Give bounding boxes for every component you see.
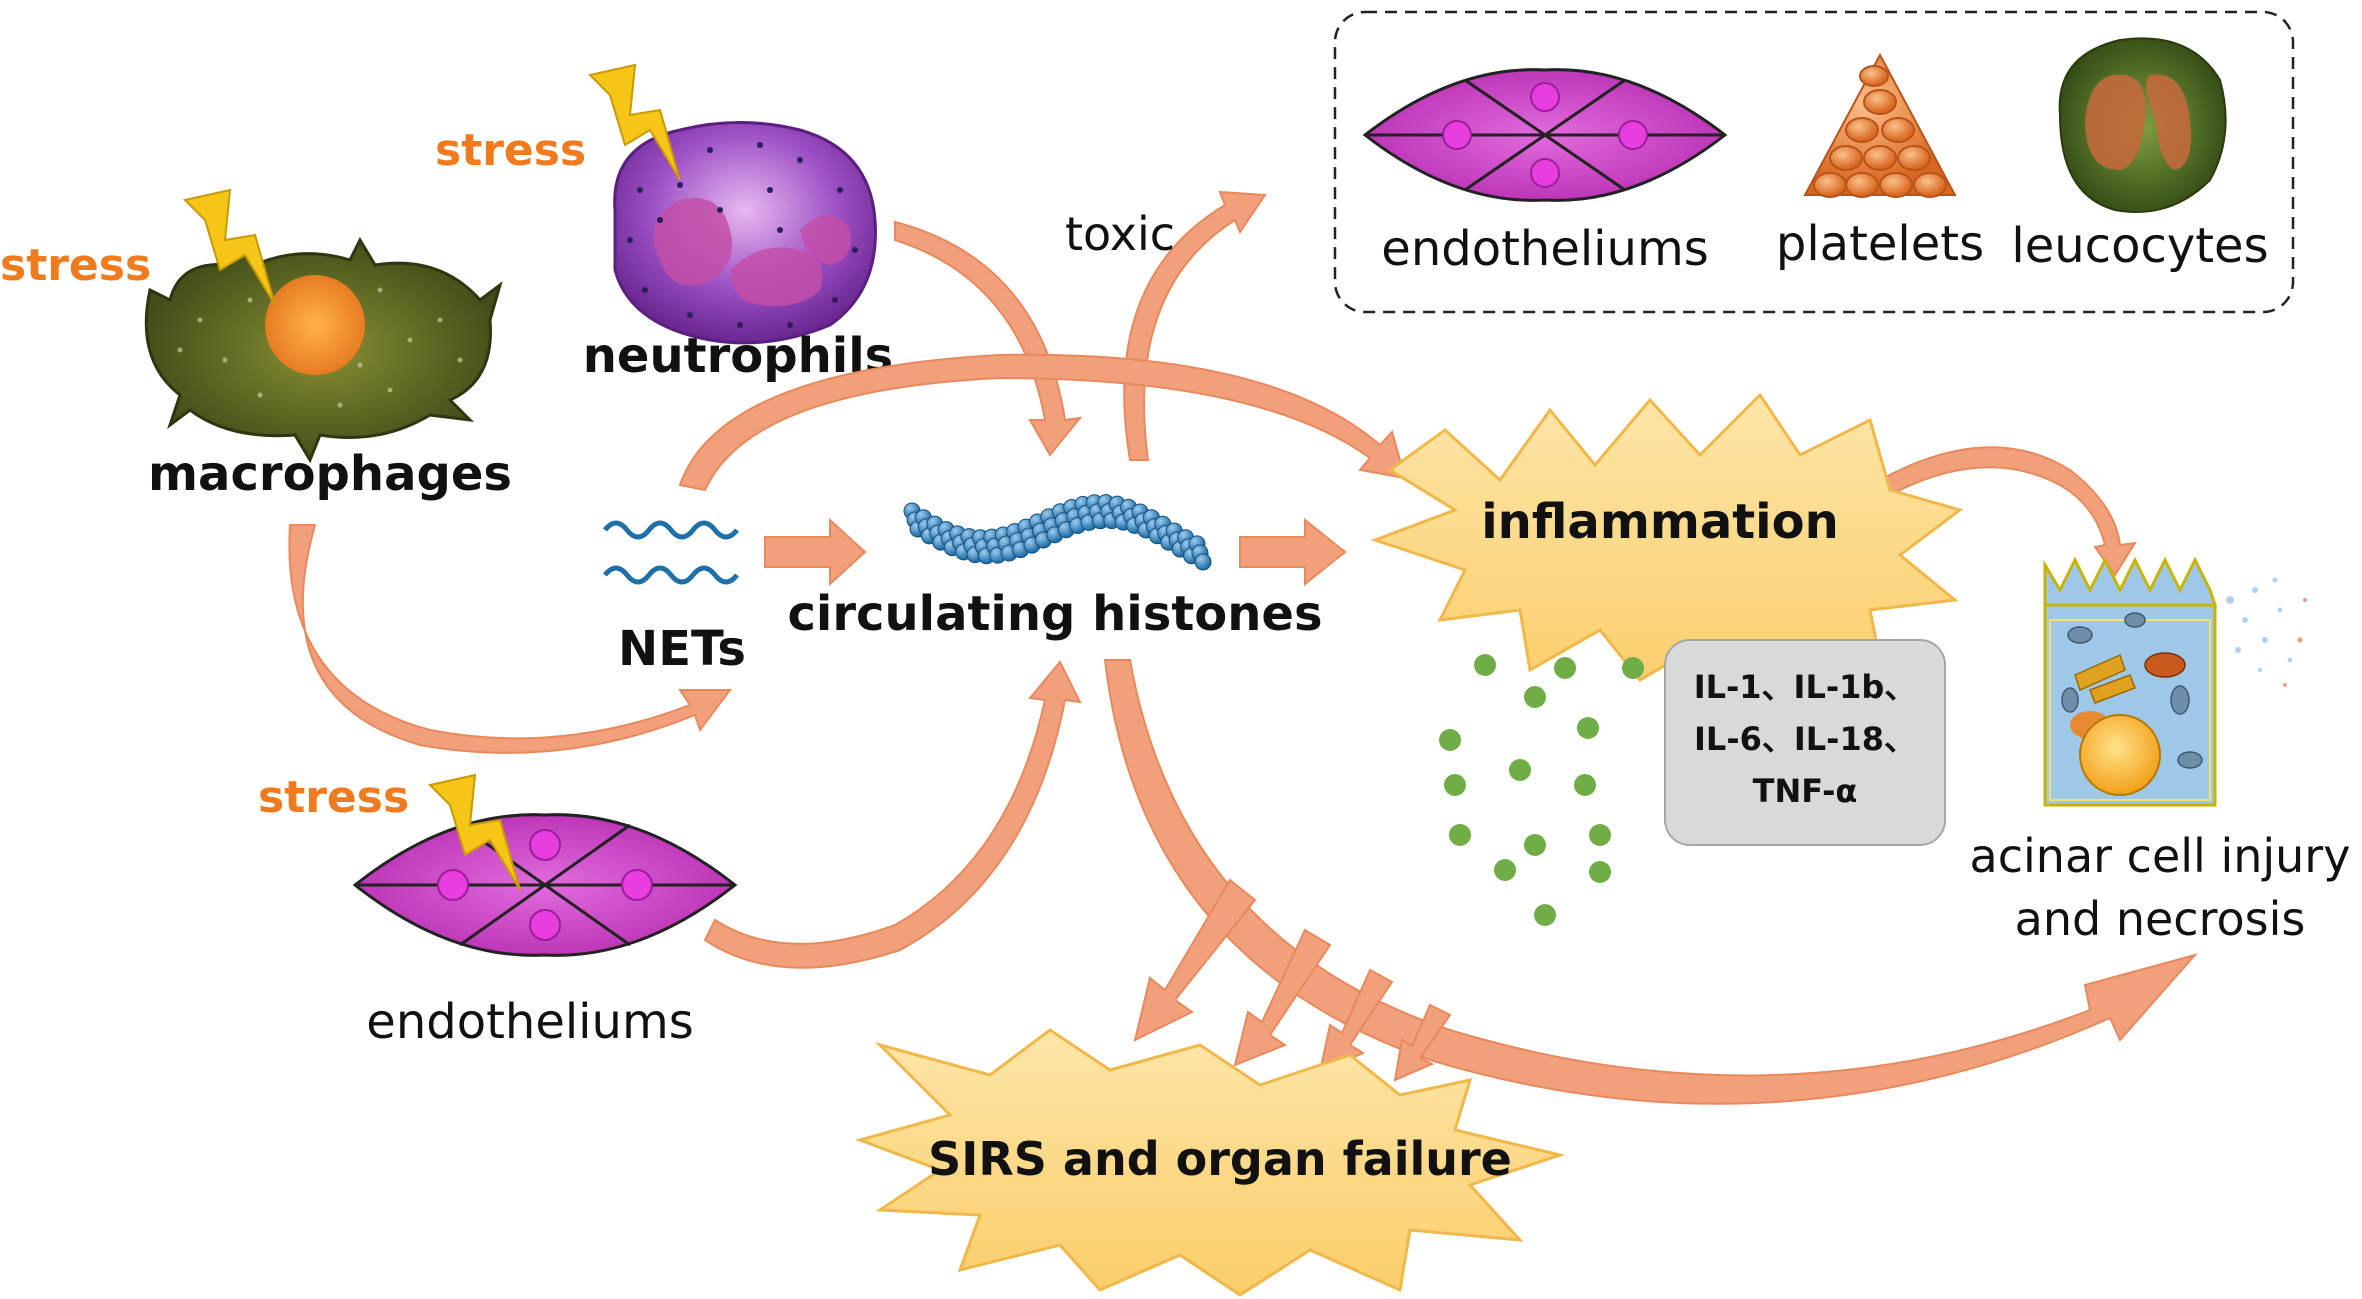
cytokine-line-1: IL-1、IL-1b、 <box>1694 668 1917 706</box>
toxic-label: toxic <box>1065 207 1175 261</box>
arrow-nets-to-histones <box>764 517 867 587</box>
acinar-label-line-1: acinar cell injury <box>1970 829 2351 883</box>
arrow-histones-to-acinar <box>1103 659 2198 1105</box>
inflammation-label: inflammation <box>1481 494 1839 550</box>
arrow-inflammation-to-acinar <box>1878 446 2137 577</box>
circulating-histones-label: circulating histones <box>787 586 1322 642</box>
neutrophils-label: neutrophils <box>583 328 894 384</box>
inflammation-burst <box>1370 392 1964 703</box>
stress-label-macrophages: stress <box>0 240 151 291</box>
cytokine-box <box>1664 639 1946 846</box>
neutrophil-cell-icon <box>613 121 877 345</box>
cytokine-dots <box>1439 654 1644 926</box>
targets-box <box>1333 10 2295 314</box>
lightning-bolt-icon <box>588 63 681 181</box>
lightning-bolt-icon <box>428 773 521 891</box>
endothelial-cells-icon <box>1362 68 1728 202</box>
acinar-label-line-2: and necrosis <box>2015 892 2306 946</box>
arrow-histones-to-inflammation <box>1239 517 1347 587</box>
lightning-bolt-icon <box>183 188 276 306</box>
stress-label-neutrophils: stress <box>435 125 586 176</box>
pathway-arrows <box>288 190 2198 1105</box>
arrow-macrophages-to-nets <box>288 524 732 754</box>
cytokine-line-2: IL-6、IL-18、 <box>1694 720 1916 758</box>
acinar-cell-icon <box>2043 556 2307 807</box>
arrow-neutrophils-to-histones <box>894 220 1083 457</box>
sirs-burst <box>855 1028 1566 1297</box>
histone-chain-icon <box>903 494 1212 571</box>
target-label-endotheliums: endotheliums <box>1381 221 1708 277</box>
platelet-cluster-icon <box>1803 52 1957 198</box>
sirs-label: SIRS and organ failure <box>928 1132 1512 1186</box>
arrow-endotheliums-to-histones <box>703 660 1082 969</box>
endotheliums-label: endotheliums <box>366 994 693 1050</box>
histone-bead <box>1194 553 1212 571</box>
arrow-nets-to-inflammation <box>678 353 1407 492</box>
cytokine-line-3: TNF-α <box>1753 772 1858 810</box>
macrophages-label: macrophages <box>148 446 512 502</box>
leucocyte-cell-icon <box>2058 37 2227 213</box>
target-label-platelets: platelets <box>1776 216 1984 272</box>
nets-label: NETs <box>618 621 746 677</box>
straight-arrows <box>764 517 1347 587</box>
dna-strands-icon <box>603 520 739 585</box>
target-label-leucocytes: leucocytes <box>2011 218 2268 274</box>
stress-label-endotheliums: stress <box>258 772 409 823</box>
macrophage-cell-icon <box>144 236 503 464</box>
sirs-arrows <box>1133 878 1452 1082</box>
endothelial-cells-icon <box>352 813 738 957</box>
